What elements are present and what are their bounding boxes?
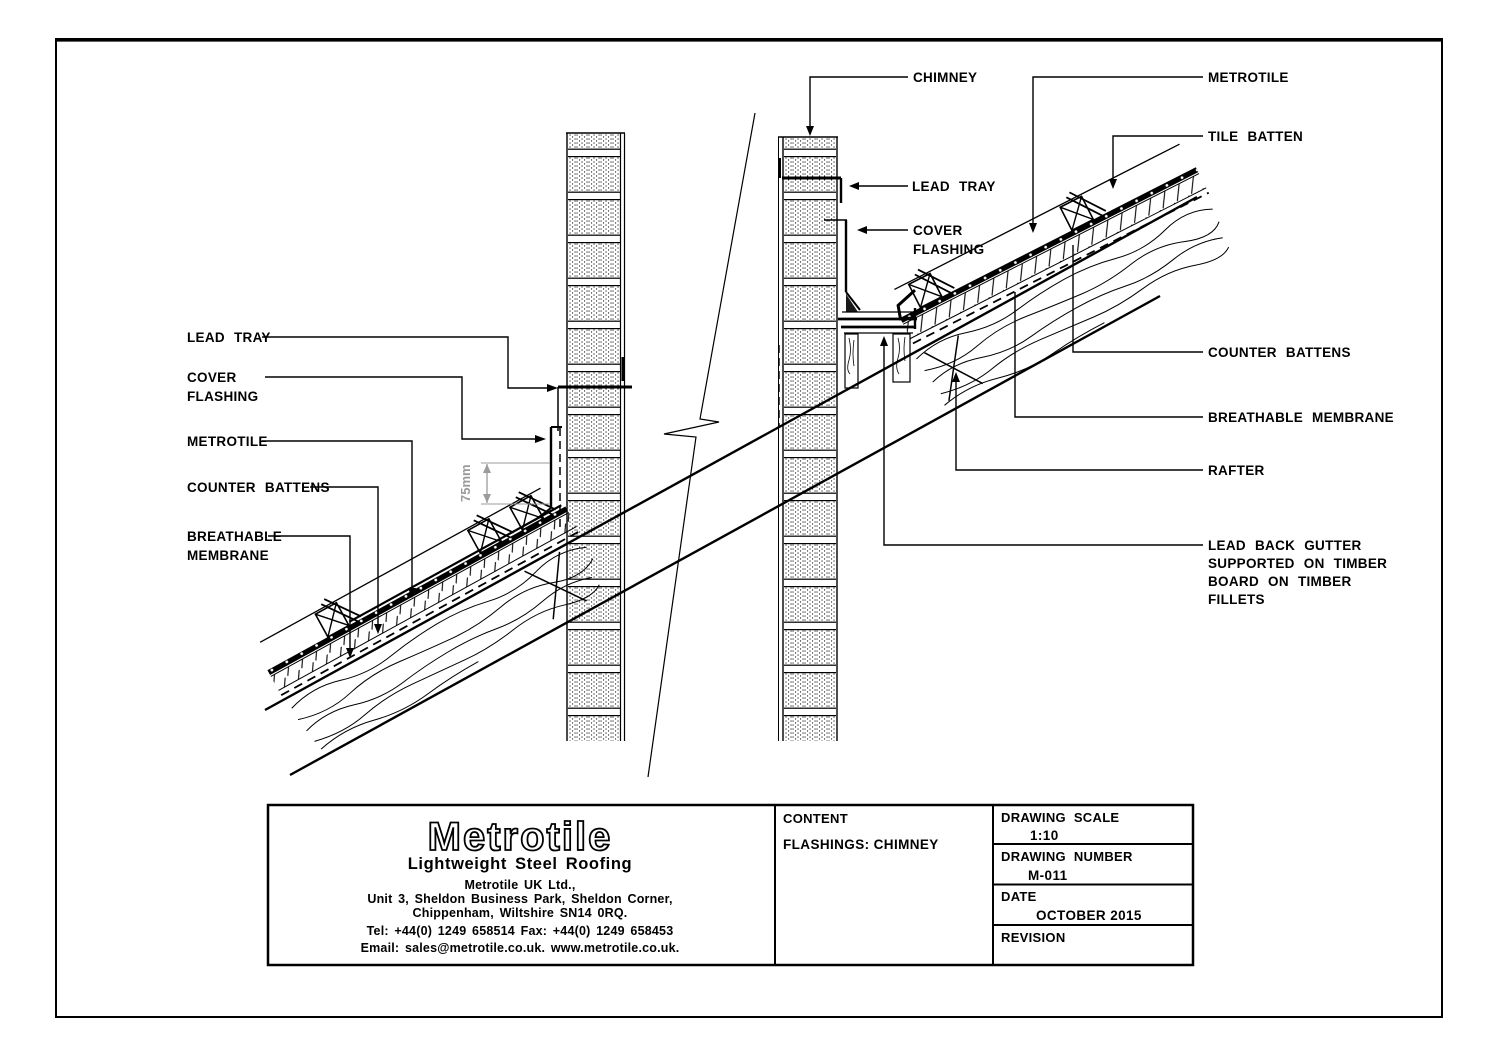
left-wall-flashings <box>534 357 632 530</box>
counter-battens-left-leader <box>310 486 379 624</box>
date-label: DATE <box>1001 889 1037 904</box>
address-line-1: Metrotile UK Ltd., <box>464 878 575 892</box>
content-value: FLASHINGS: CHIMNEY <box>783 837 939 852</box>
label-cover-flashing-left-2: FLASHING <box>187 389 258 404</box>
chimney-leader <box>809 76 908 126</box>
title-block: Metrotile Lightweight Steel Roofing Metr… <box>266 803 1195 967</box>
breathable-membrane-left <box>280 530 580 697</box>
tile-crest-line-right <box>894 143 1180 290</box>
page-border <box>55 38 1443 1018</box>
metrotile-left-leader <box>262 440 413 588</box>
date-value: OCTOBER 2015 <box>1036 908 1142 923</box>
breathable-left-leader <box>268 535 351 648</box>
company-address: Metrotile UK Ltd., Unit 3, Sheldon Busin… <box>361 878 680 955</box>
address-line-5: Email: sales@metrotile.co.uk. www.metrot… <box>361 941 680 955</box>
lead-tray-left-leader <box>262 336 547 389</box>
revision-label: REVISION <box>1001 930 1066 945</box>
drawing-number-value: M-011 <box>1028 868 1068 883</box>
leader-lines <box>262 76 1203 648</box>
label-lead-tray-right: LEAD TRAY <box>912 179 996 194</box>
rafter-grain-left <box>291 546 600 750</box>
drawing-number-label: DRAWING NUMBER <box>1001 849 1133 864</box>
label-cover-flashing-left-1: COVER <box>187 370 237 385</box>
left-roof-assembly <box>259 487 600 750</box>
label-lead-back-gutter-2: SUPPORTED ON TIMBER <box>1208 556 1387 571</box>
label-breathable-membrane-left-2: MEMBRANE <box>187 548 269 563</box>
label-lead-tray-left: LEAD TRAY <box>187 330 271 345</box>
counter-battens-right-leader <box>1072 245 1203 353</box>
label-counter-battens-right: COUNTER BATTENS <box>1208 345 1351 360</box>
label-lead-back-gutter-3: BOARD ON TIMBER <box>1208 574 1352 589</box>
rafter-grain-right <box>916 208 1230 406</box>
address-line-4: Tel: +44(0) 1249 658514 Fax: +44(0) 1249… <box>367 924 674 938</box>
label-breathable-membrane-left-1: BREATHABLE <box>187 529 282 544</box>
dimension-75mm-label: 75mm <box>458 464 473 502</box>
lead-back-gutter <box>838 291 917 389</box>
label-counter-battens-left: COUNTER BATTENS <box>187 480 330 495</box>
label-lead-back-gutter-1: LEAD BACK GUTTER <box>1208 538 1362 553</box>
rafter-leader <box>955 382 1203 471</box>
tile-batten-leader <box>1112 135 1203 179</box>
rafter-struts-left <box>524 551 587 620</box>
address-line-2: Unit 3, Sheldon Business Park, Sheldon C… <box>367 892 672 906</box>
breathable-membrane-right <box>912 191 1210 345</box>
cover-flashing-left-leader <box>265 376 535 440</box>
cover-flashing-skirt-left <box>348 504 562 623</box>
leader-arrowheads <box>346 126 1117 658</box>
rafter-struts-right <box>924 335 984 401</box>
annotations: LEAD TRAY COVER FLASHING METROTILE COUNT… <box>187 70 1394 607</box>
address-line-3: Chippenham, Wiltshire SN14 0RQ. <box>413 906 628 920</box>
right-roof-assembly <box>894 143 1230 406</box>
label-cover-flashing-right-1: COVER <box>913 223 963 238</box>
lead-back-gutter-leader <box>883 346 1203 546</box>
tile-crest-line-left <box>259 487 541 643</box>
tile-battens-right <box>907 191 1107 309</box>
chimney-left-wall <box>566 132 626 741</box>
drawing-scale-label: DRAWING SCALE <box>1001 810 1119 825</box>
drawing-scale-value: 1:10 <box>1030 828 1059 843</box>
dimension-75mm: 75mm <box>458 462 550 505</box>
timber-fillets <box>844 333 911 389</box>
counter-battens-left <box>270 512 577 691</box>
label-cover-flashing-right-2: FLASHING <box>913 242 984 257</box>
label-metrotile-left: METROTILE <box>187 434 268 449</box>
chimney-right-wall <box>778 136 838 741</box>
logo-tagline: Lightweight Steel Roofing <box>408 855 632 873</box>
section-break-line <box>647 112 756 778</box>
label-breathable-membrane-right: BREATHABLE MEMBRANE <box>1208 410 1394 425</box>
breathable-right-leader <box>1014 292 1203 418</box>
content-label: CONTENT <box>783 811 848 826</box>
label-lead-back-gutter-4: FILLETS <box>1208 592 1265 607</box>
label-tile-batten: TILE BATTEN <box>1208 129 1303 144</box>
metrotile-right-leader <box>1032 76 1203 223</box>
metrotile-logo: Metrotile <box>428 815 613 859</box>
label-chimney: CHIMNEY <box>913 70 977 85</box>
label-rafter: RAFTER <box>1208 463 1265 478</box>
right-wall-flashings <box>778 158 848 428</box>
label-metrotile-right: METROTILE <box>1208 70 1289 85</box>
counter-battens-right <box>902 173 1207 339</box>
